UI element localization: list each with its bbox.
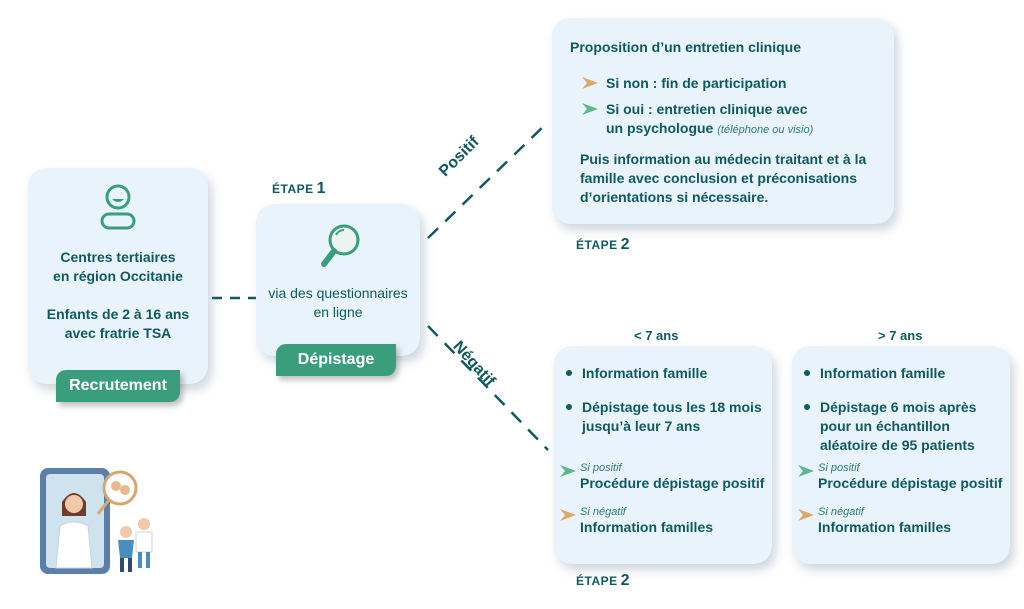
recruitment-line3: Enfants de 2 à 16 ans — [46, 306, 190, 322]
etape-1-word: ÉTAPE — [272, 182, 314, 196]
negative-branch-line — [427, 325, 549, 451]
bullet-icon — [804, 404, 810, 410]
under-7-age-label: < 7 ans — [634, 328, 679, 343]
under-7-neg-label: Si négatif — [580, 506, 626, 518]
green-arrow-icon — [560, 465, 576, 477]
under-7-pos-label: Si positif — [580, 462, 622, 474]
telemedicine-illustration — [40, 468, 153, 574]
orange-arrow-icon — [582, 77, 598, 89]
positive-outcome-card: Proposition d’un entretien clinique Si n… — [552, 18, 894, 224]
green-arrow-icon — [582, 103, 598, 115]
bullet-icon — [804, 370, 810, 376]
bullet-icon — [566, 404, 572, 410]
under-7-bullet2-line1: Dépistage tous les 18 mois — [582, 399, 762, 415]
positive-after-line1: Puis information au médecin traitant et … — [580, 151, 867, 167]
screening-tag: Dépistage — [276, 344, 396, 376]
over-7-card: Information famille Dépistage 6 mois apr… — [792, 346, 1010, 564]
positive-after-line2: famille avec conclusion et préconisation… — [580, 170, 857, 186]
over-7-pos-label: Si positif — [818, 462, 860, 474]
over-7-bullet2-line1: Dépistage 6 mois après — [820, 399, 977, 415]
orange-arrow-icon — [798, 509, 814, 521]
under-7-bullet1: Information famille — [582, 365, 708, 381]
positive-yes-line1: Si oui : entretien clinique avec — [606, 101, 808, 117]
recruitment-card: Centres tertiaires en région Occitanie E… — [28, 168, 208, 384]
over-7-neg-text: Information familles — [818, 519, 952, 535]
positive-title: Proposition d’un entretien clinique — [570, 39, 802, 55]
etape-2-negative-word: ÉTAPE — [576, 574, 618, 588]
etape-2-positive-number: 2 — [620, 236, 631, 253]
orange-arrow-icon — [560, 509, 576, 521]
green-arrow-icon — [798, 465, 814, 477]
magnifier-icon — [321, 224, 360, 267]
positive-branch-line — [427, 121, 549, 239]
positive-yes-line2: un psychologue — [606, 120, 714, 136]
over-7-pos-text: Procédure dépistage positif — [818, 475, 1003, 491]
recruitment-line2: en région Occitanie — [53, 268, 183, 284]
recruitment-tag: Recrutement — [56, 370, 180, 402]
over-7-bullet2-line2: pour un échantillon — [820, 418, 950, 434]
recruitment-line1: Centres tertiaires — [60, 249, 176, 265]
etape-2-negative-number: 2 — [620, 572, 631, 589]
screening-line2: en ligne — [313, 304, 363, 320]
under-7-bullet2-line2: jusqu’à leur 7 ans — [582, 418, 701, 434]
over-7-age-label: > 7 ans — [878, 328, 923, 343]
person-icon — [100, 184, 136, 230]
bullet-icon — [566, 370, 572, 376]
under-7-pos-text: Procédure dépistage positif — [580, 475, 765, 491]
over-7-bullet1: Information famille — [820, 365, 946, 381]
etape-2-positive-word: ÉTAPE — [576, 238, 618, 252]
positive-no-text: Si non : fin de participation — [606, 75, 787, 91]
over-7-neg-label: Si négatif — [818, 506, 864, 518]
screening-line1: via des questionnaires — [268, 285, 408, 301]
positive-yes-note: (téléphone ou visio) — [717, 124, 814, 136]
recruitment-line4: avec fratrie TSA — [64, 325, 172, 341]
over-7-bullet2-line3: aléatoire de 95 patients — [820, 437, 975, 453]
under-7-card: Information famille Dépistage tous les 1… — [554, 346, 772, 564]
etape-1-number: 1 — [316, 180, 327, 197]
under-7-neg-text: Information familles — [580, 519, 714, 535]
positive-after-line3: d’orientations si nécessaire. — [580, 189, 769, 205]
screening-card: via des questionnaires en ligne — [256, 204, 420, 356]
